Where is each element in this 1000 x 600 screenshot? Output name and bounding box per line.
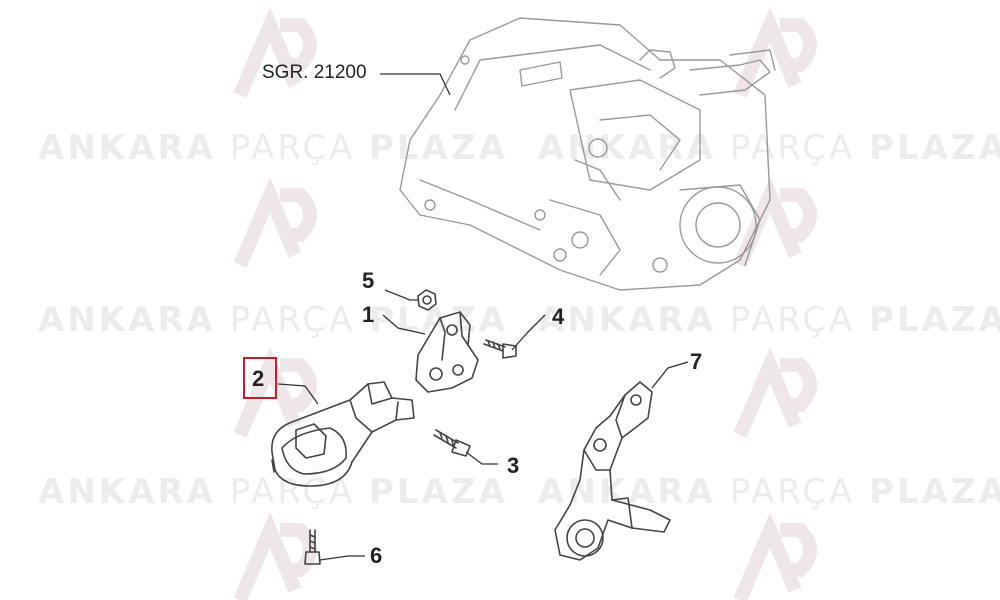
callout-6[interactable]: 6	[370, 543, 383, 568]
bracket-drawing	[415, 311, 479, 393]
watermark-text: ANKARA PARÇA PLAZA	[538, 472, 1000, 512]
bolt-6-drawing	[304, 529, 321, 565]
callout-4[interactable]: 4	[552, 304, 565, 329]
callout-7[interactable]: 7	[690, 349, 703, 374]
callout-3[interactable]: 3	[507, 453, 520, 478]
bolt-3-drawing	[433, 429, 471, 457]
highlight-box	[243, 357, 277, 399]
watermark-text: ANKARA PARÇA PLAZA	[38, 300, 508, 340]
callout-2[interactable]: 2	[252, 366, 265, 391]
watermark-text: ANKARA PARÇA PLAZA	[538, 300, 1000, 340]
engine-mount-drawing	[271, 381, 415, 487]
nut-drawing	[417, 289, 437, 311]
gearbox-drawing	[399, 17, 776, 291]
watermark-text: ANKARA PARÇA PLAZA	[38, 472, 508, 512]
callout-1[interactable]: 1	[362, 302, 375, 327]
reference-label: SGR. 21200	[262, 62, 367, 83]
leader-lines	[277, 73, 689, 561]
bolt-4-drawing	[483, 339, 517, 359]
watermark-text: ANKARA PARÇA PLAZA	[538, 128, 1000, 168]
bracket-7-drawing	[554, 381, 671, 561]
callout-5[interactable]: 5	[362, 268, 375, 293]
watermark-text: ANKARA PARÇA PLAZA	[38, 128, 508, 168]
